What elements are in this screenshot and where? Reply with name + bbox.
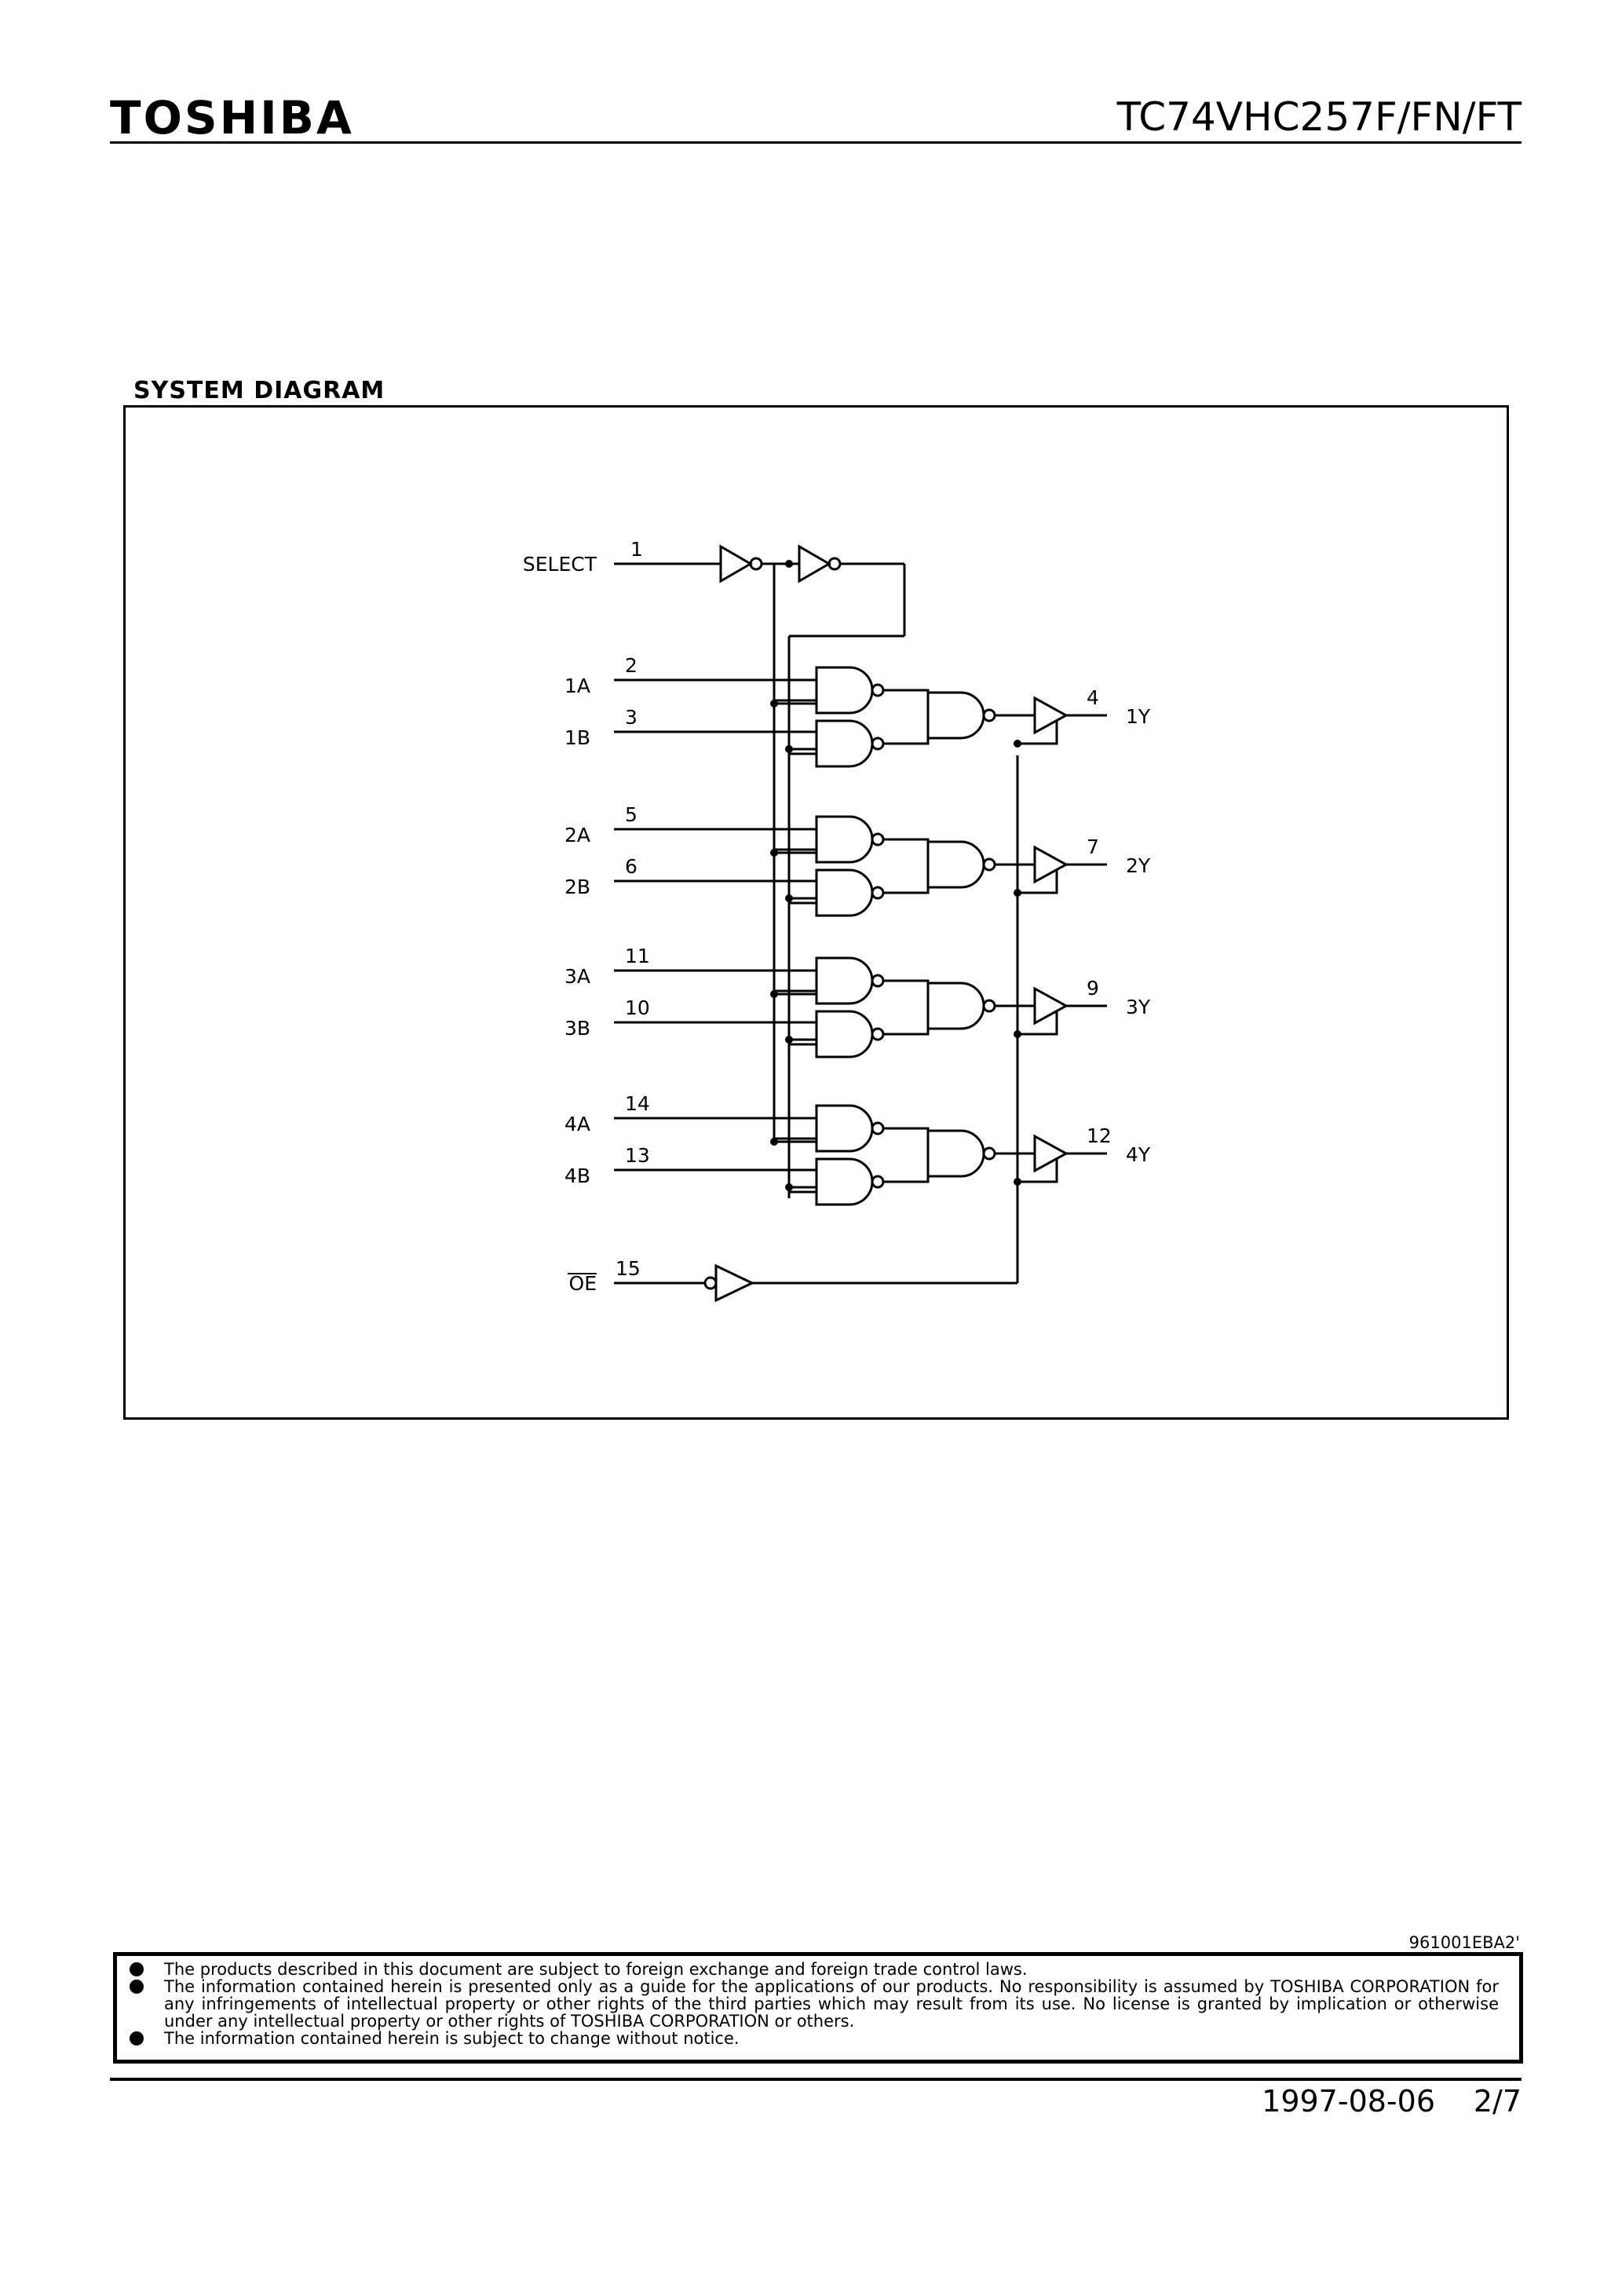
- pin-number: 3: [625, 706, 637, 729]
- nand-gate-final: [926, 1129, 996, 1178]
- nand-gate-b: [815, 1010, 885, 1058]
- output-label: 2Y: [1126, 854, 1151, 877]
- input-label: 1A: [564, 675, 590, 697]
- mux-channel: [614, 666, 1107, 768]
- tristate-buffer: [1033, 696, 1069, 735]
- section-title: SYSTEM DIAGRAM: [133, 377, 385, 404]
- oe-label: OE: [569, 1272, 597, 1295]
- junction-dot: [1014, 1178, 1021, 1186]
- notice-item: The information contained herein is subj…: [130, 2029, 1499, 2048]
- select-label: SELECT: [523, 553, 597, 576]
- junction-dot: [1014, 1030, 1021, 1038]
- tristate-buffer: [1033, 845, 1069, 884]
- junction-dot: [1014, 889, 1021, 897]
- nand-gate-final: [926, 982, 996, 1030]
- input-label: 3A: [564, 965, 590, 988]
- bullet-icon: [130, 2031, 144, 2046]
- nand-gate-b: [815, 719, 885, 768]
- notice-text: The products described in this document …: [164, 1960, 1028, 1979]
- junction-dot: [1014, 740, 1021, 748]
- pin-number: 11: [625, 945, 650, 967]
- pin-number: 5: [625, 803, 637, 826]
- pin-number: 9: [1087, 977, 1099, 1000]
- pin-number: 13: [625, 1144, 650, 1167]
- nand-gate-final: [926, 840, 996, 889]
- input-label: 1B: [564, 726, 590, 749]
- nand-gate-a: [815, 956, 885, 1005]
- reference-code: 961001EBA2': [1408, 1933, 1520, 1952]
- page-number: 2/7: [1473, 2084, 1522, 2119]
- notice-text: The information contained herein is pres…: [164, 1977, 1499, 2031]
- mux-channel: [614, 1104, 1107, 1206]
- pin-number: 6: [625, 855, 637, 878]
- output-label: 4Y: [1126, 1143, 1151, 1166]
- diagram-frame: [123, 405, 1509, 1420]
- brand-logo: TOSHIBA: [110, 91, 354, 144]
- input-label: 4B: [564, 1164, 590, 1187]
- nand-gate-a: [815, 666, 885, 715]
- nand-gate-final: [926, 691, 996, 740]
- pin-number: 2: [625, 654, 637, 677]
- document-date: 1997-08-06: [1262, 2084, 1435, 2119]
- nand-gate-b: [815, 1157, 885, 1206]
- tristate-buffer: [1033, 986, 1069, 1026]
- input-label: 3B: [564, 1017, 590, 1040]
- bullet-icon: [130, 1980, 144, 1994]
- notice-item: The products described in this document …: [130, 1960, 1499, 1979]
- nand-gate-a: [815, 1104, 885, 1153]
- output-label: 3Y: [1126, 996, 1151, 1018]
- header-rule: [110, 141, 1522, 144]
- input-label: 4A: [564, 1113, 590, 1135]
- pin-number: 10: [625, 996, 650, 1019]
- pin-number: 12: [1087, 1124, 1112, 1147]
- notice-item: The information contained herein is pres…: [130, 1977, 1499, 2031]
- part-number: TC74VHC257F/FN/FT: [1116, 94, 1522, 140]
- legal-notice-box: The products described in this document …: [113, 1952, 1523, 2064]
- output-label: 1Y: [1126, 705, 1151, 728]
- bullet-icon: [130, 1962, 144, 1976]
- nand-gate-b: [815, 868, 885, 917]
- pin-number: 1: [630, 538, 643, 561]
- notice-text: The information contained herein is subj…: [164, 2029, 740, 2048]
- mux-channel: [614, 815, 1107, 917]
- input-label: 2B: [564, 876, 590, 898]
- pin-number: 4: [1087, 686, 1099, 709]
- pin-number: 15: [616, 1257, 641, 1280]
- nand-gate-a: [815, 815, 885, 864]
- mux-channel: [614, 956, 1107, 1058]
- pin-number: 14: [625, 1092, 650, 1115]
- footer-rule: [110, 2078, 1522, 2081]
- input-label: 2A: [564, 824, 590, 846]
- pin-number: 7: [1087, 835, 1099, 858]
- tristate-buffer: [1033, 1134, 1069, 1173]
